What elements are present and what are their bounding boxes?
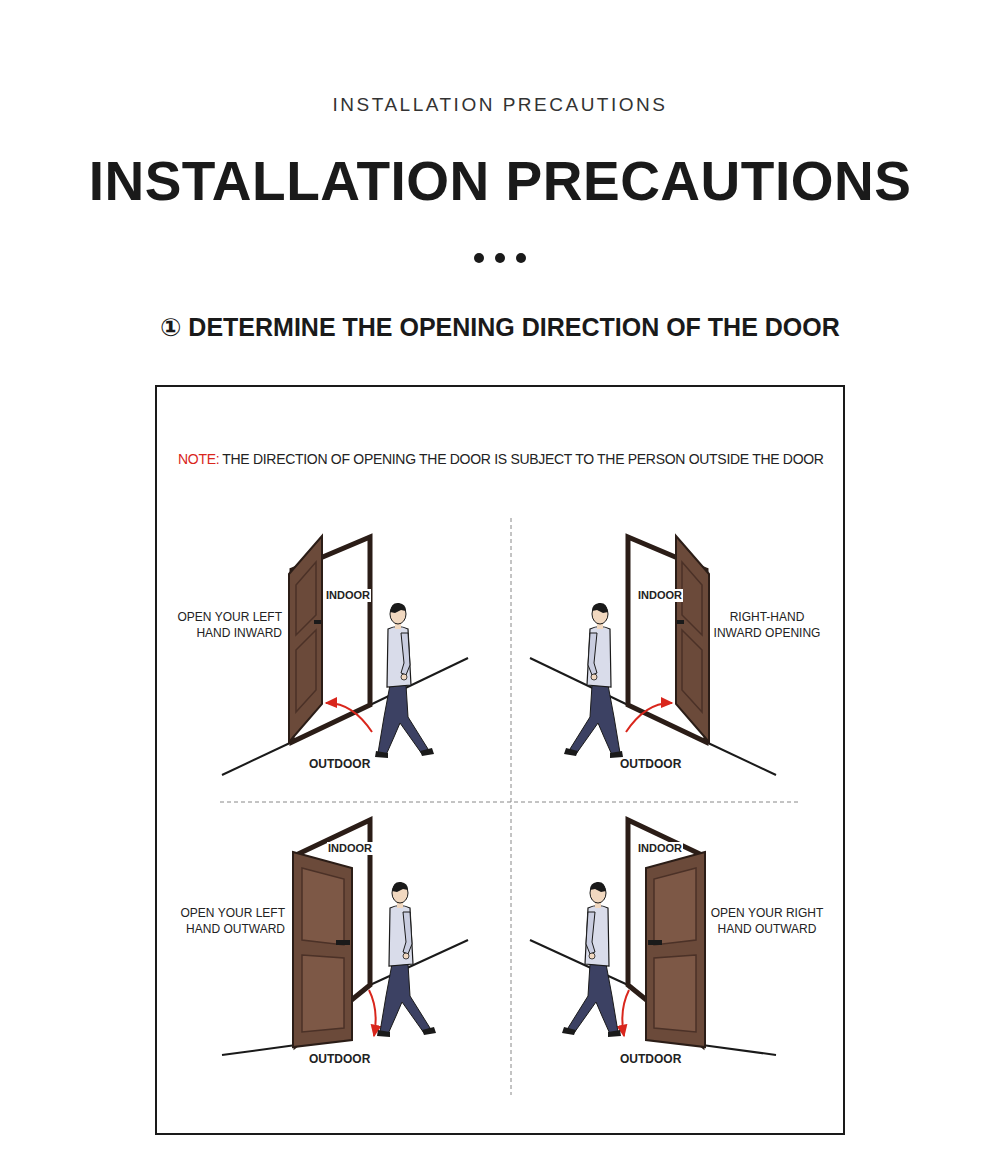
direction-label: OPEN YOUR RIGHT HAND OUTWARD <box>705 905 830 937</box>
indoor-label: INDOOR <box>637 589 683 602</box>
outdoor-label: OUTDOOR <box>620 757 681 771</box>
main-title: INSTALLATION PRECAUTIONS <box>89 148 912 214</box>
indoor-label: INDOOR <box>325 589 371 602</box>
outdoor-label: OUTDOOR <box>620 1052 681 1066</box>
note-text: THE DIRECTION OF OPENING THE DOOR IS SUB… <box>222 451 823 468</box>
indoor-label: INDOOR <box>327 842 373 855</box>
direction-label: OPEN YOUR LEFT HAND OUTWARD <box>167 905 285 937</box>
direction-label: OPEN YOUR LEFT HAND INWARD <box>170 609 282 641</box>
direction-label: RIGHT-HAND INWARD OPENING <box>705 609 830 641</box>
sub-heading: INSTALLATION PRECAUTIONS <box>333 94 668 117</box>
outdoor-label: OUTDOOR <box>309 1052 370 1066</box>
step-heading: ① DETERMINE THE OPENING DIRECTION OF THE… <box>160 312 840 342</box>
indoor-label: INDOOR <box>637 842 683 855</box>
note-tag: NOTE: <box>178 451 219 468</box>
outdoor-label: OUTDOOR <box>309 757 370 771</box>
